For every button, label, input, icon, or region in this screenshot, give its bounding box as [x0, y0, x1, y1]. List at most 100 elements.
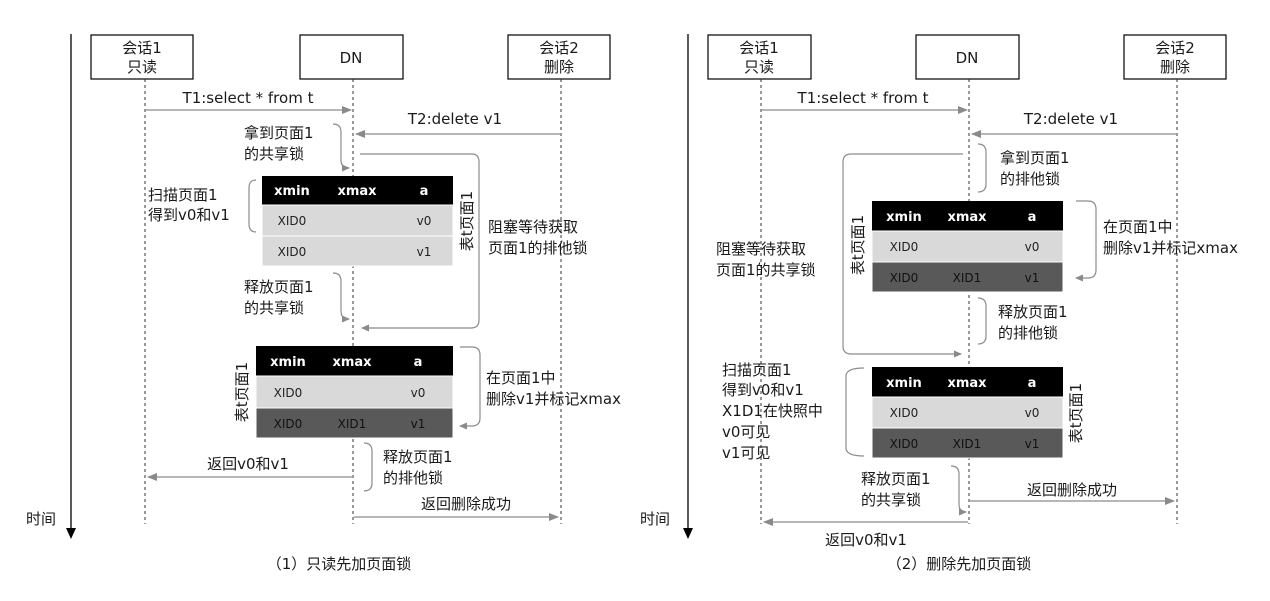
session1-mode: 只读: [127, 58, 157, 76]
release-shared-lock-line2: 的共享锁: [861, 491, 921, 509]
cell-xmin: XID0: [890, 437, 919, 451]
return-delete-label: 返回删除成功: [1027, 481, 1117, 499]
dn-name: DN: [340, 49, 363, 67]
col-xmax: xmax: [337, 184, 377, 199]
scan-info-bracket: [845, 367, 865, 457]
release-shared-lock-bracket: [950, 465, 967, 516]
participant-session2: 会话2 删除: [1123, 34, 1227, 80]
table-label-2: 表t页面1: [1067, 383, 1085, 443]
table-label-1: 表t页面1: [849, 215, 867, 275]
participant-session2: 会话2 删除: [507, 34, 611, 80]
page-table-after: xmin xmax a XID0 v0 XID0 XID1 v1: [871, 201, 1064, 293]
mark-delete-bracket: [1075, 200, 1097, 282]
time-label: 时间: [26, 510, 56, 528]
return-rows-label: 返回v0和v1: [207, 455, 289, 473]
time-axis-arrow: [66, 528, 76, 539]
release-shared-lock-bracket: [332, 272, 350, 323]
session1-name: 会话1: [122, 39, 162, 57]
session2-name: 会话2: [1155, 39, 1195, 57]
session1-mode: 只读: [744, 58, 774, 76]
cell-xmin: XID0: [890, 406, 919, 420]
cell-xmin: XID0: [278, 245, 307, 259]
release-excl-lock-line1: 释放页面1: [998, 303, 1068, 321]
right-panel: 时间 会话1 只读 DN 会话2 删除 T1:select * from t T…: [640, 34, 1238, 573]
cell-a: v1: [411, 417, 426, 431]
get-excl-lock-bracket: [977, 143, 987, 193]
scan-page-line2: 得到v0和v1: [148, 206, 230, 224]
cell-xmin: XID0: [890, 240, 919, 254]
return-rows-label: 返回v0和v1: [825, 531, 907, 549]
table-label-1: 表t页面1: [458, 191, 476, 251]
cell-xmin: XID0: [274, 417, 303, 431]
cell-xmin: XID0: [274, 386, 303, 400]
col-xmax: xmax: [947, 376, 987, 391]
col-xmin: xmin: [270, 355, 306, 370]
release-excl-lock-line2: 的排他锁: [998, 324, 1058, 342]
blocked-wait-line2: 页面1的共享锁: [716, 261, 816, 279]
col-xmin: xmin: [274, 184, 310, 199]
blocked-wait-line1: 阻塞等待获取: [716, 240, 806, 258]
mark-delete-line2: 删除v1并标记xmax: [1103, 239, 1238, 257]
col-xmax: xmax: [332, 355, 372, 370]
col-a: a: [414, 355, 423, 370]
blocked-wait-line2: 页面1的排他锁: [488, 239, 588, 257]
scan-info-line4: v0可见: [722, 423, 770, 441]
release-shared-lock-line2: 的共享锁: [244, 299, 304, 317]
caption-right: （2）删除先加页面锁: [887, 555, 1032, 573]
cell-a: v0: [1025, 240, 1040, 254]
cell-xmax: XID1: [953, 271, 982, 285]
cell-a: v0: [417, 214, 432, 228]
release-shared-lock-line1: 释放页面1: [861, 470, 931, 488]
release-excl-lock-line2: 的排他锁: [383, 469, 443, 487]
blocked-wait-bracket: [360, 153, 480, 332]
scan-page-line1: 扫描页面1: [148, 186, 218, 204]
page-table-after: xmin xmax a XID0 v0 XID0 XID1 v1: [255, 346, 454, 439]
get-excl-lock-line1: 拿到页面1: [1000, 149, 1070, 167]
time-label: 时间: [640, 510, 670, 528]
time-axis-arrow: [683, 528, 693, 539]
scan-info-line3: X1D1在快照中: [722, 402, 823, 420]
page-table-before: xmin xmax a XID0 v0 XID0 v1: [261, 176, 454, 267]
release-excl-lock-bracket: [363, 442, 373, 492]
scan-info-line2: 得到v0和v1: [722, 381, 804, 399]
col-xmax: xmax: [947, 210, 987, 225]
get-shared-lock-bracket: [332, 123, 350, 172]
get-shared-lock-line1: 拿到页面1: [244, 124, 314, 142]
dn-name: DN: [956, 49, 979, 67]
col-xmin: xmin: [886, 210, 922, 225]
release-excl-lock-bracket: [977, 297, 987, 345]
participant-dn: DN: [915, 34, 1020, 80]
t1-message-label: T1:select * from t: [182, 89, 314, 107]
cell-xmin: XID0: [278, 214, 307, 228]
mark-delete-bracket: [459, 346, 481, 430]
col-xmin: xmin: [886, 376, 922, 391]
table-label-2: 表t页面1: [233, 362, 251, 422]
cell-a: v1: [1025, 437, 1040, 451]
t2-message-label: T2:delete v1: [407, 110, 502, 128]
cell-xmax: XID1: [953, 437, 982, 451]
mark-delete-line2: 删除v1并标记xmax: [486, 390, 621, 408]
scan-page-bracket: [248, 179, 257, 233]
cell-xmax: XID1: [338, 417, 367, 431]
mark-delete-line1: 在页面1中: [486, 369, 556, 387]
release-shared-lock-line1: 释放页面1: [244, 278, 314, 296]
session2-mode: 删除: [544, 58, 574, 76]
cell-xmin: XID0: [890, 271, 919, 285]
scan-info-line1: 扫描页面1: [722, 361, 792, 379]
col-a: a: [1028, 210, 1037, 225]
participant-dn: DN: [299, 34, 404, 80]
blocked-wait-bracket: [842, 153, 963, 358]
col-a: a: [1028, 376, 1037, 391]
release-excl-lock-line1: 释放页面1: [383, 448, 453, 466]
left-panel: 时间 会话1 只读 DN 会话2 删除 T1:select * from t T…: [26, 34, 621, 573]
t2-message-label: T2:delete v1: [1023, 110, 1118, 128]
mark-delete-line1: 在页面1中: [1103, 218, 1173, 236]
get-excl-lock-line2: 的排他锁: [1000, 170, 1060, 188]
return-delete-label: 返回删除成功: [421, 495, 511, 513]
caption-left: （1）只读先加页面锁: [267, 555, 412, 573]
participant-session1: 会话1 只读: [90, 34, 194, 80]
blocked-wait-line1: 阻塞等待获取: [488, 218, 578, 236]
session1-name: 会话1: [739, 39, 779, 57]
